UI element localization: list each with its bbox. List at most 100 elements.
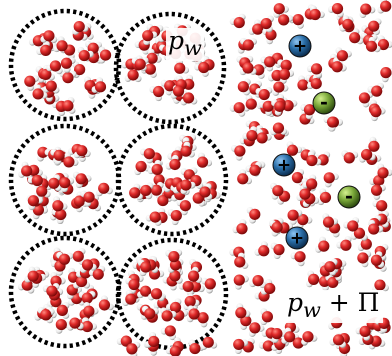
- oxygen-atom: [261, 311, 273, 323]
- oxygen-atom: [234, 256, 246, 268]
- water-molecule: [234, 252, 249, 269]
- oxygen-atom: [262, 340, 274, 352]
- water-molecule: [51, 100, 67, 116]
- water-molecule: [33, 185, 51, 199]
- water-molecule: [27, 195, 44, 211]
- oxygen-atom: [306, 154, 318, 167]
- oxygen-atom: [143, 148, 155, 160]
- water-molecule: [306, 63, 323, 79]
- oxygen-atom: [196, 156, 209, 168]
- water-molecule: [233, 338, 249, 355]
- water-molecule: [254, 241, 270, 257]
- oxygen-atom: [76, 145, 88, 157]
- water-molecule: [200, 336, 218, 351]
- water-molecule: [32, 204, 49, 220]
- water-molecule: [56, 302, 70, 319]
- oxygen-atom: [271, 221, 283, 233]
- oxygen-atom: [349, 32, 361, 44]
- oxygen-atom: [182, 280, 194, 293]
- water-molecule: [260, 15, 274, 33]
- oxygen-atom: [182, 92, 195, 104]
- oxygen-atom: [249, 164, 261, 176]
- water-molecule: [146, 48, 162, 64]
- oxygen-atom: [81, 259, 94, 271]
- water-molecule: [291, 168, 305, 186]
- oxygen-atom: [169, 301, 182, 314]
- oxygen-atom: [361, 148, 373, 161]
- oxygen-atom: [273, 81, 285, 93]
- oxygen-atom: [149, 211, 161, 223]
- oxygen-atom: [78, 49, 90, 62]
- oxygen-atom: [50, 275, 62, 287]
- plus-sign: +: [290, 229, 304, 249]
- water-molecule: [186, 305, 200, 323]
- oxygen-atom: [170, 209, 182, 222]
- pressure-symbol: p: [168, 26, 185, 55]
- water-molecule: [42, 283, 60, 297]
- oxygen-atom: [180, 145, 192, 157]
- water-molecule: [80, 259, 97, 273]
- oxygen-atom: [380, 67, 392, 79]
- oxygen-atom: [360, 238, 372, 250]
- oxygen-atom: [134, 58, 146, 70]
- oxygen-atom: [144, 308, 156, 320]
- water-molecule: [160, 307, 177, 322]
- oxygen-atom: [370, 106, 382, 118]
- water-molecule: [255, 87, 273, 101]
- oxygen-atom: [172, 85, 185, 97]
- water-molecule: [242, 126, 258, 142]
- water-molecule: [370, 251, 385, 268]
- oxygen-atom: [258, 88, 270, 101]
- oxygen-atom: [40, 309, 52, 321]
- oxygen-atom: [81, 292, 93, 304]
- water-molecule: [368, 335, 386, 350]
- oxygen-atom: [297, 79, 309, 91]
- oxygen-atom: [62, 100, 74, 112]
- oxygen-atom: [292, 337, 304, 349]
- water-molecule: [246, 206, 261, 224]
- water-molecule: [98, 46, 112, 64]
- water-molecule: [273, 3, 289, 18]
- oxygen-atom: [139, 285, 152, 297]
- oxygen-atom: [371, 85, 383, 97]
- water-molecule: [36, 40, 52, 56]
- water-molecule: [245, 161, 262, 176]
- plus-sign: +: [277, 156, 291, 176]
- oxygen-atom: [233, 102, 245, 114]
- oxygen-atom: [187, 270, 200, 282]
- water-molecule: [322, 213, 339, 228]
- pure-water-cells: [8, 8, 229, 351]
- oxygen-atom: [308, 273, 320, 285]
- water-molecule: [270, 122, 288, 136]
- oxygen-atom: [21, 279, 33, 291]
- water-molecule: [129, 183, 143, 201]
- oxygen-atom: [368, 223, 380, 235]
- oxygen-atom: [235, 307, 247, 319]
- oxygen-atom: [274, 100, 286, 112]
- water-molecule: [270, 182, 284, 200]
- oxygen-atom: [32, 88, 44, 100]
- oxygen-atom: [368, 140, 380, 152]
- water-molecule: [237, 169, 253, 185]
- water-molecule: [77, 46, 94, 62]
- oxygen-atom: [246, 129, 258, 142]
- water-molecule: [50, 272, 66, 287]
- oxygen-atom: [56, 40, 68, 52]
- oxygen-atom: [99, 49, 112, 61]
- water-molecule: [59, 177, 75, 193]
- oxygen-atom: [63, 156, 75, 168]
- water-molecule: [370, 184, 386, 200]
- water-molecule: [194, 61, 210, 77]
- oxygen-atom: [146, 52, 158, 64]
- water-molecule: [199, 183, 213, 201]
- oxygen-atom: [31, 174, 43, 187]
- water-molecule: [17, 279, 35, 294]
- oxygen-atom: [342, 18, 354, 31]
- water-molecule: [147, 288, 165, 302]
- water-molecule: [40, 30, 58, 43]
- oxygen-atom: [360, 3, 372, 15]
- water-molecule: [341, 150, 359, 164]
- water-molecule: [302, 174, 318, 190]
- water-molecule: [53, 36, 68, 53]
- oxygen-atom: [377, 38, 390, 51]
